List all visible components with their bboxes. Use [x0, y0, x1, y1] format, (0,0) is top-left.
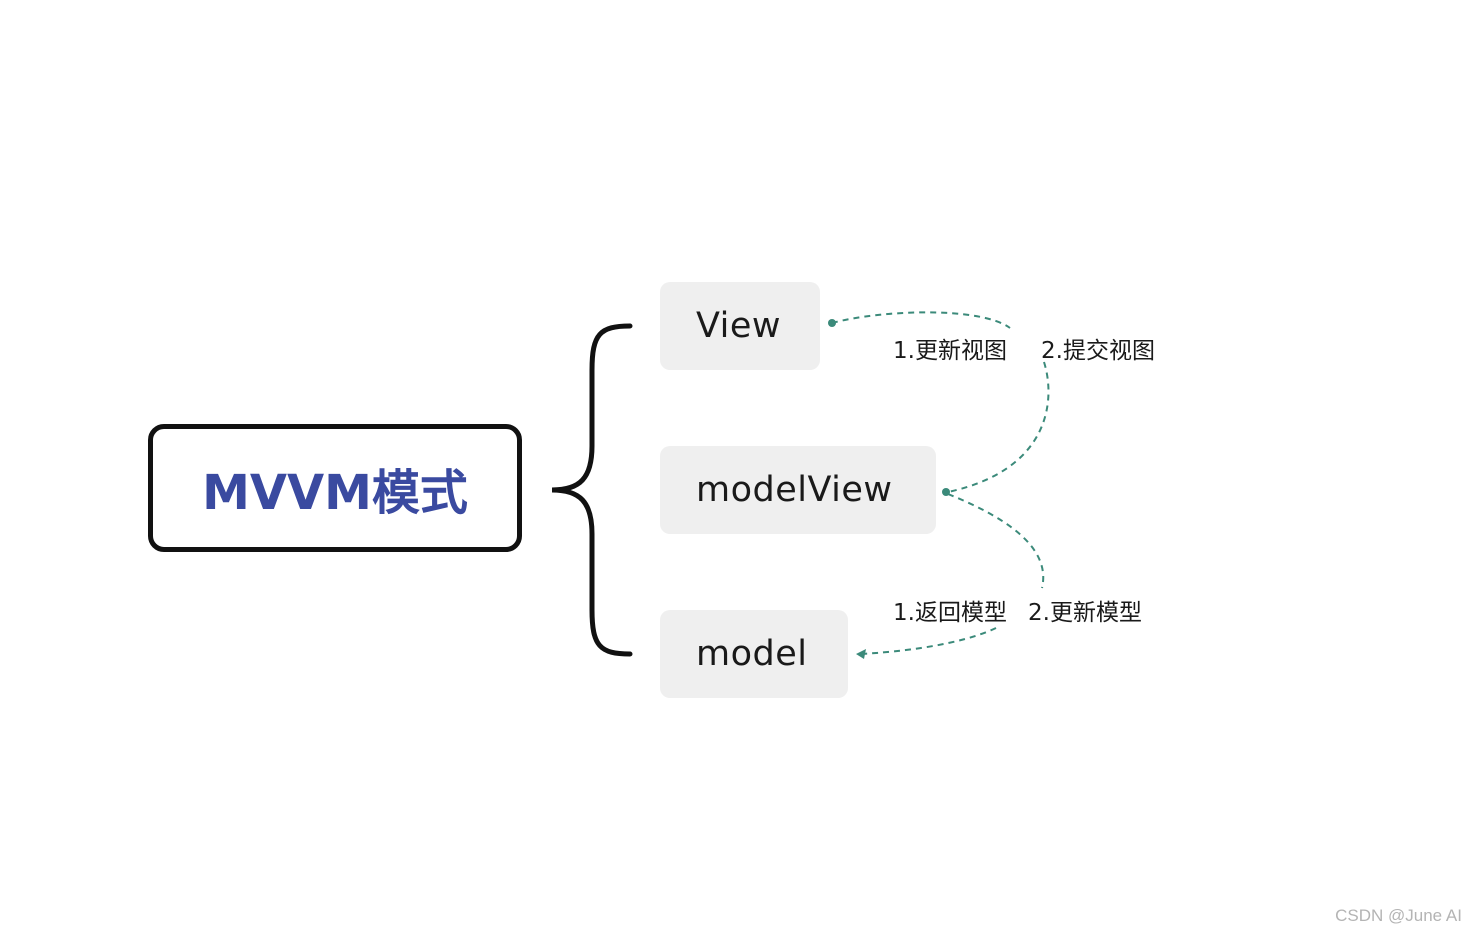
node-view: View	[660, 282, 820, 370]
edge-label-return-model: 1.返回模型	[893, 600, 1007, 626]
arrow-head-model	[856, 649, 866, 659]
watermark: CSDN @June AI	[1335, 906, 1462, 925]
node-model-label: model	[696, 634, 808, 674]
dashed-connector-view-modelview	[831, 311, 1050, 493]
node-view-label: View	[696, 306, 782, 346]
connector-dot-view	[828, 319, 836, 327]
node-model: model	[660, 610, 848, 698]
root-node: MVVM模式	[148, 424, 522, 552]
curly-brace	[551, 323, 633, 657]
edge-label-submit-view: 2.提交视图	[1041, 338, 1155, 364]
root-node-label: MVVM模式	[202, 465, 468, 521]
node-modelview: modelView	[660, 446, 936, 534]
edge-label-update-model: 2.更新模型	[1028, 600, 1142, 626]
dashed-connector-modelview-model	[859, 493, 1045, 655]
edge-label-update-view: 1.更新视图	[893, 338, 1007, 364]
node-modelview-label: modelView	[696, 470, 893, 510]
